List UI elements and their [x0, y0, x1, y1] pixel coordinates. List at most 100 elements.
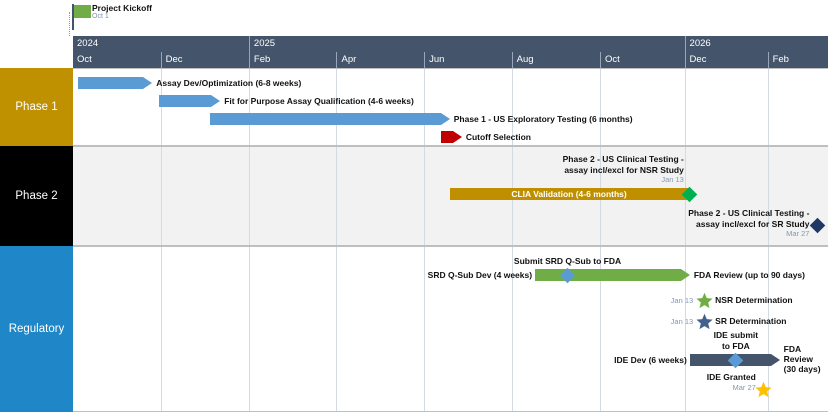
gridline-2 — [248, 69, 250, 145]
gridline-4 — [424, 69, 426, 145]
task-bar-arrowhead — [680, 269, 690, 281]
task-bar[interactable] — [159, 95, 221, 107]
milestone-date: Mar 27 — [786, 229, 810, 238]
task-label: SRD Q-Sub Dev (4 weeks) — [427, 270, 533, 280]
milestone-date: Jan 13 — [661, 175, 684, 184]
milestone-marker[interactable] — [559, 267, 576, 283]
lane-phase-2: CLIA Validation (4-6 months) Phase 2 - US… — [73, 146, 828, 246]
task-bar[interactable] — [210, 113, 450, 125]
task-bar-arrowhead — [440, 113, 450, 125]
timeline-month-1-Dec: Dec — [160, 52, 249, 68]
task-label: Fit for Purpose Assay Qualification (4-6… — [224, 96, 414, 106]
project-kickoff-milestone: Project Kickoff Oct 1 — [68, 2, 268, 34]
gridline-8 — [767, 247, 769, 411]
timeline-year-2026: 2026 — [684, 36, 828, 52]
timeline-month-6-Oct: Oct — [599, 52, 685, 68]
timeline-month-4-Jun: Jun — [424, 52, 512, 68]
task-label: CLIA Validation (4-6 months) — [511, 189, 627, 199]
milestone-label: IDE submit — [713, 330, 759, 340]
lane-phase-1: Assay Dev/Optimization (6-8 weeks) Fit fo… — [73, 68, 828, 146]
category-label-phase-1[interactable]: Phase 1 — [0, 68, 73, 146]
gridline-1 — [160, 247, 162, 411]
star-icon — [755, 381, 772, 398]
timeline-year-2025: 2025 — [248, 36, 685, 52]
task-label: Phase 1 - US Exploratory Testing (6 mont… — [453, 114, 633, 124]
milestone-label: SR Determination — [715, 316, 787, 326]
milestone-date: Jan 13 — [670, 296, 694, 305]
task-bar-arrowhead — [770, 354, 780, 366]
task-label: FDA Review (30 days) — [783, 344, 821, 374]
lane-regulatory: SRD Q-Sub Dev (4 weeks) FDA Review (up to… — [73, 246, 828, 412]
gridline-4 — [424, 247, 426, 411]
gridline-4 — [424, 147, 426, 245]
star-icon — [696, 313, 713, 330]
milestone-marker[interactable] — [696, 313, 713, 335]
gridline-7 — [684, 69, 686, 145]
milestone-date: Mar 27 — [732, 382, 756, 392]
gridline-3 — [336, 69, 338, 145]
task-bar-body — [78, 77, 144, 89]
task-label: IDE Dev (6 weeks) — [614, 355, 687, 365]
milestone-label-group: Phase 2 - US Clinical Testing -assay inc… — [563, 154, 684, 185]
task-bar-body — [441, 131, 453, 143]
gridline-1 — [160, 69, 162, 145]
gridline-3 — [336, 147, 338, 245]
gridline-6 — [599, 69, 601, 145]
task-bar-arrowhead — [143, 77, 153, 89]
gridline-3 — [336, 247, 338, 411]
milestone-marker[interactable] — [755, 381, 773, 403]
task-bar-body — [535, 269, 681, 281]
flag-icon — [74, 5, 91, 18]
task-bar-body — [449, 188, 689, 200]
project-kickoff-date: Oct 1 — [92, 13, 109, 20]
gridline-7 — [684, 247, 686, 411]
gridline-2 — [248, 247, 250, 411]
milestone-marker[interactable] — [696, 292, 713, 314]
milestone-marker[interactable] — [809, 217, 826, 233]
gridline-5 — [511, 247, 513, 411]
gridline-2 — [248, 147, 250, 245]
milestone-label-line2: assay incl/excl for SR Study — [696, 218, 810, 229]
milestone-label: NSR Determination — [715, 295, 793, 305]
task-bar-body — [210, 113, 441, 125]
milestone-label-group: NSR Determination — [715, 295, 792, 306]
milestone-label: IDE Granted — [706, 372, 756, 382]
milestone-label-group: Phase 2 - US Clinical Testing -assay inc… — [688, 208, 809, 239]
milestone-marker[interactable] — [728, 352, 744, 368]
task-bar[interactable] — [441, 131, 462, 143]
timeline-month-8-Feb: Feb — [767, 52, 828, 68]
milestone-date: Jan 13 — [670, 317, 694, 326]
task-bar[interactable] — [449, 188, 689, 200]
timeline-month-0-Oct: Oct — [77, 54, 92, 65]
kickoff-connector-line — [69, 12, 70, 36]
chart-body: Assay Dev/Optimization (6-8 weeks) Fit fo… — [0, 68, 828, 412]
milestone-label-line2: assay incl/excl for NSR Study — [564, 164, 684, 175]
timeline-month-5-Aug: Aug — [511, 52, 600, 68]
gridline-1 — [160, 147, 162, 245]
diamond-icon — [809, 217, 826, 233]
star-icon — [696, 292, 713, 309]
category-label-regulatory[interactable]: Regulatory — [0, 246, 73, 412]
task-bar[interactable] — [78, 77, 153, 89]
task-label: FDA Review (up to 90 days) — [693, 270, 805, 280]
task-label: Assay Dev/Optimization (6-8 weeks) — [156, 78, 302, 88]
milestone-label: Submit SRD Q-Sub to FDA — [513, 256, 622, 266]
timeline-year-2024: 2024 — [77, 38, 99, 49]
gridline-5 — [511, 69, 513, 145]
milestone-label: Phase 2 - US Clinical Testing - — [562, 154, 684, 164]
gridline-8 — [767, 69, 769, 145]
category-label-phase-2[interactable]: Phase 2 — [0, 146, 73, 246]
task-bar-arrowhead — [211, 95, 221, 107]
task-label: Cutoff Selection — [465, 132, 531, 142]
project-kickoff-label: Project Kickoff — [92, 3, 152, 13]
milestone-label-group: SR Determination — [715, 316, 786, 327]
timeline-month-7-Dec: Dec — [684, 52, 768, 68]
milestone-marker[interactable] — [682, 186, 698, 202]
milestone-label-line2: to FDA — [721, 340, 750, 351]
